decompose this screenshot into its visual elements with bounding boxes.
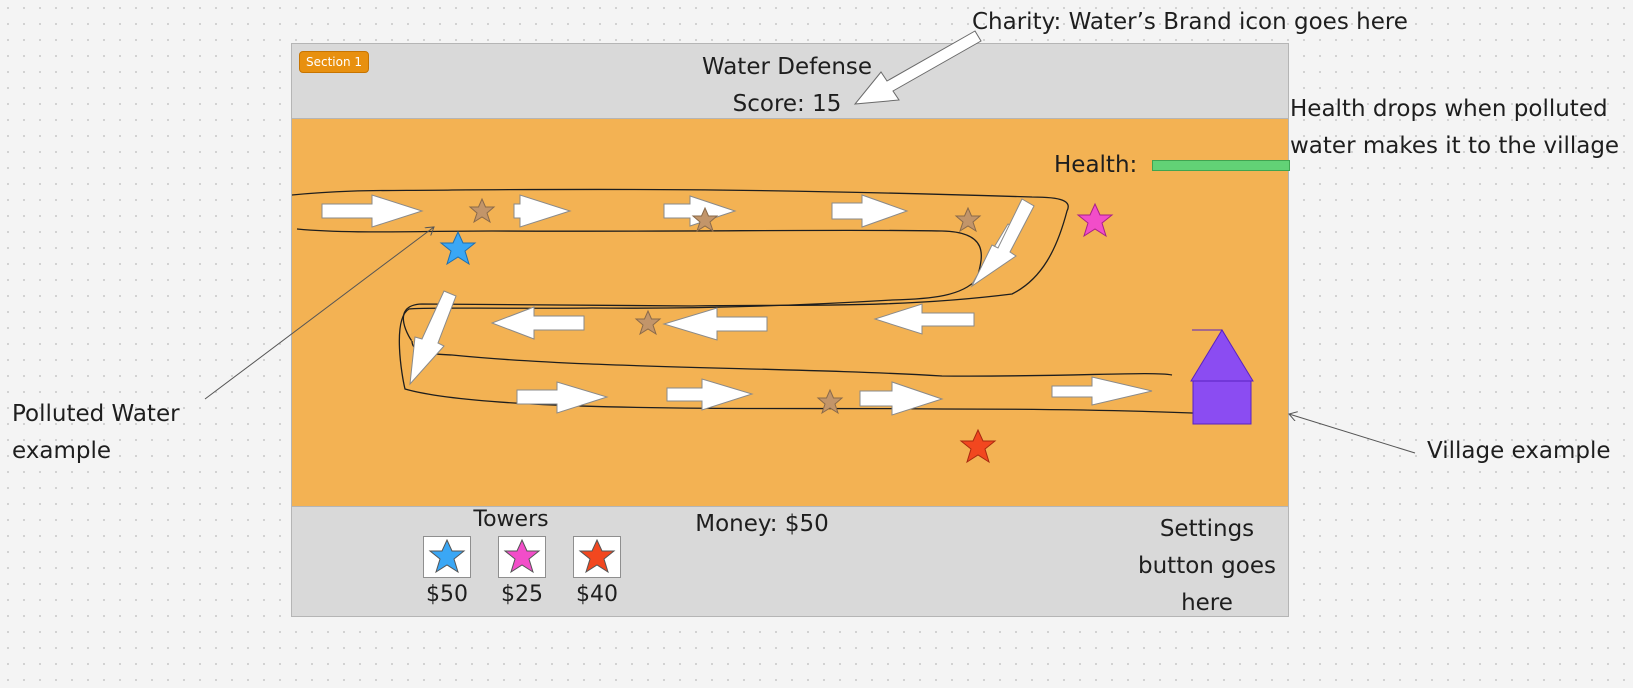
tower-star	[503, 539, 541, 574]
buy-pink-tower-button[interactable]	[498, 536, 546, 578]
buy-red-tower-button[interactable]	[573, 536, 621, 578]
tower-slot-pink: $25	[498, 536, 548, 607]
star-icon	[634, 309, 662, 336]
tower-star	[428, 539, 466, 574]
placed-tower-pink-star-icon	[1076, 202, 1114, 238]
top-bar: Section 1 Water Defense Score: 15	[292, 44, 1288, 119]
arrow-icon	[516, 381, 609, 414]
settings-button-placeholder[interactable]: Settings button goes here	[1138, 516, 1276, 616]
game-frame: Section 1 Water Defense Score: 15	[291, 43, 1290, 617]
section-badge: Section 1	[299, 51, 370, 73]
health-label: Health:	[1054, 152, 1138, 178]
arrow-icon	[321, 194, 424, 228]
star-icon	[816, 388, 844, 415]
arrow-icon	[831, 194, 909, 228]
health-annotation-line2: water makes it to the village	[1290, 133, 1620, 159]
polluted-annotation-line1: Polluted Water	[12, 401, 180, 427]
tower-slot-red: $40	[573, 536, 623, 607]
arrow-icon	[513, 194, 572, 228]
arrow-icon	[970, 198, 1035, 288]
game-field[interactable]: Health:	[292, 119, 1290, 506]
water-path-outline	[296, 228, 1218, 415]
placed-tower-blue-star-icon	[439, 230, 477, 266]
score-display: Score: 15	[732, 91, 842, 117]
arrow-icon	[1051, 376, 1153, 406]
tower-price: $40	[576, 582, 618, 607]
polluted-water-stars	[468, 197, 982, 415]
money-display: Money: $50	[695, 511, 829, 537]
charity-annotation: Charity: Water’s Brand icon goes here	[972, 9, 1408, 35]
game-title: Water Defense	[701, 54, 873, 80]
placed-tower-red-star-icon	[959, 428, 997, 464]
tower-price: $50	[426, 582, 468, 607]
arrow-icon	[859, 381, 944, 416]
water-path-outline	[292, 188, 1173, 377]
village-annotation: Village example	[1427, 438, 1611, 464]
arrow-icon	[662, 307, 768, 341]
arrow-icon	[873, 303, 975, 335]
village-pointer-line	[1289, 414, 1416, 454]
tower-price: $25	[501, 582, 543, 607]
buy-blue-tower-button[interactable]	[423, 536, 471, 578]
blue-star-icon	[428, 539, 466, 574]
towers-title: Towers	[473, 507, 549, 532]
star-icon	[691, 206, 719, 233]
village-icon	[1190, 329, 1254, 425]
star-icon	[954, 206, 982, 233]
pink-star-icon	[503, 539, 541, 574]
red-star-icon	[578, 539, 616, 574]
polluted-annotation-line2: example	[12, 438, 111, 464]
tower-star	[578, 539, 616, 574]
star-icon	[468, 197, 496, 224]
tower-slot-blue: $50	[423, 536, 473, 607]
arrow-icon	[490, 306, 585, 340]
arrow-icon	[666, 378, 754, 411]
health-bar-fill	[1153, 161, 1289, 170]
health-bar	[1152, 160, 1290, 171]
bottom-bar: Towers $50 $25 $40	[292, 506, 1288, 616]
health-annotation-line1: Health drops when polluted	[1290, 96, 1608, 122]
game-map	[292, 188, 1254, 464]
